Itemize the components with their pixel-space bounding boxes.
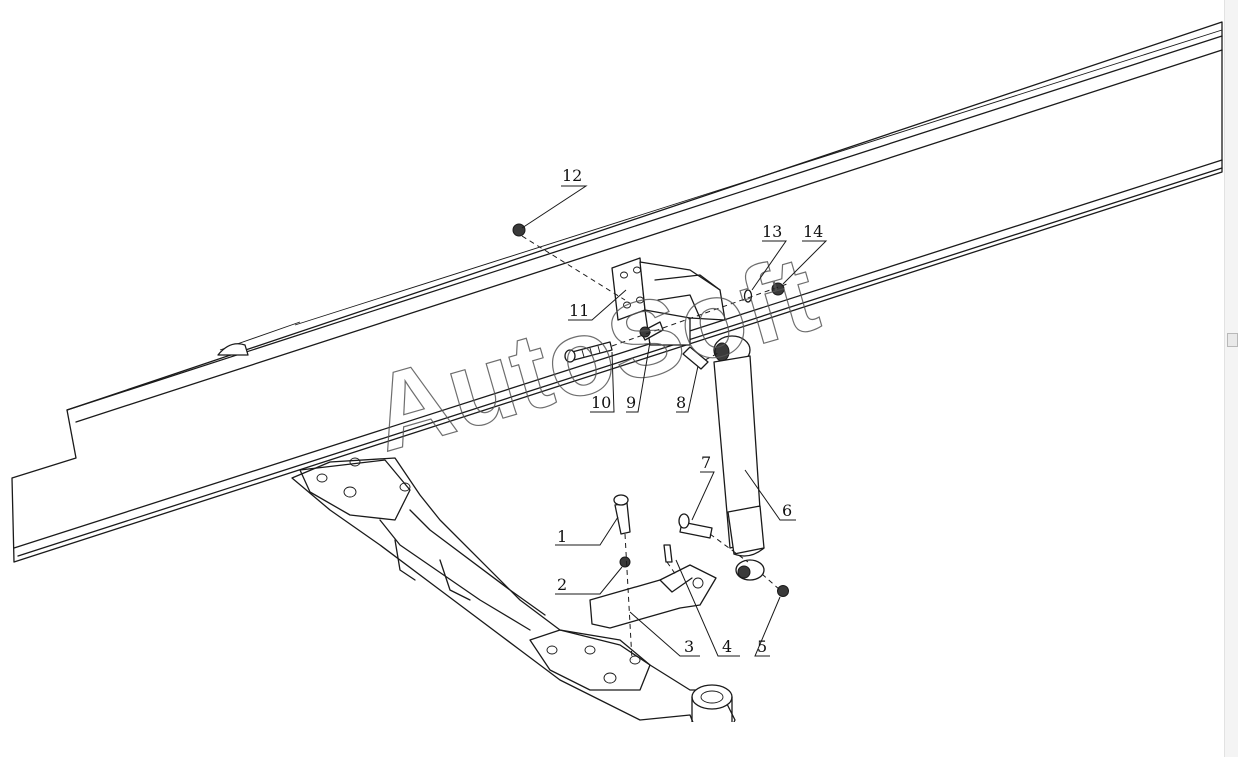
upper-bolt (564, 341, 613, 363)
callout-5: 5 (754, 596, 781, 657)
callout-1: 1 (555, 516, 619, 546)
callout-10: 10 (590, 351, 615, 413)
front-axle-beam (291, 457, 736, 741)
callout-13: 13 (751, 222, 787, 291)
svg-text:13: 13 (762, 222, 782, 241)
svg-text:3: 3 (684, 637, 694, 656)
callout-14: 14 (782, 222, 828, 285)
vertical-scrollbar[interactable] (1224, 0, 1238, 757)
scrollbar-thumb[interactable] (1227, 333, 1238, 347)
callout-9: 9 (626, 341, 651, 413)
assembly-lines (521, 235, 791, 661)
callout-11: 11 (568, 289, 627, 321)
svg-text:1: 1 (557, 527, 567, 546)
callout-3: 3 (629, 611, 700, 657)
page-bottom-area (0, 722, 1238, 757)
svg-text:4: 4 (722, 637, 732, 656)
svg-text:7: 7 (701, 453, 711, 472)
svg-text:2: 2 (557, 575, 567, 594)
callout-12: 12 (521, 166, 588, 229)
svg-text:5: 5 (757, 637, 767, 656)
svg-text:12: 12 (562, 166, 582, 185)
svg-text:11: 11 (569, 301, 589, 320)
callout-4: 4 (675, 559, 740, 657)
small-parts (512, 223, 789, 629)
callout-labels: 1 2 3 4 5 6 7 8 (521, 166, 828, 657)
callout-6: 6 (744, 469, 796, 521)
callout-8: 8 (676, 365, 699, 413)
callout-2: 2 (555, 566, 623, 595)
svg-text:14: 14 (803, 222, 823, 241)
svg-text:8: 8 (676, 393, 686, 412)
svg-text:6: 6 (782, 501, 792, 520)
svg-text:9: 9 (626, 393, 636, 412)
shock-absorber (713, 335, 765, 581)
callout-7: 7 (691, 453, 715, 521)
upper-bracket (611, 257, 726, 346)
svg-text:10: 10 (591, 393, 611, 412)
